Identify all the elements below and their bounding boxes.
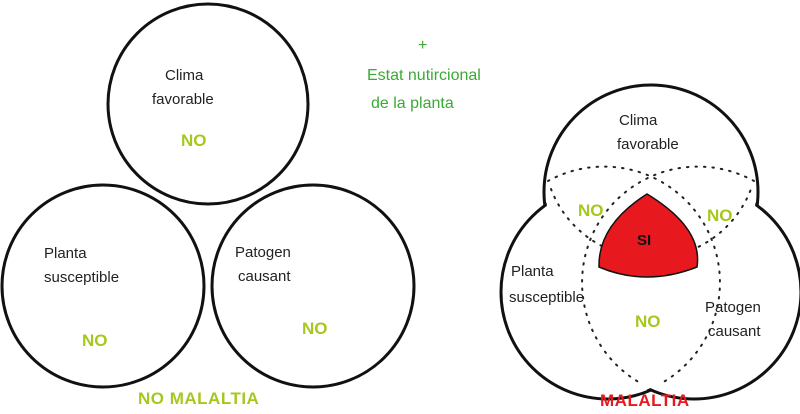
- venn-plant-label-line2: susceptible: [509, 289, 584, 306]
- pathogen-label-line1: Patogen: [235, 244, 291, 261]
- overlap-bottom-answer: NO: [635, 312, 661, 331]
- climate-label-line1: Clima: [165, 67, 204, 84]
- venn-pathogen-label-line1: Patogen: [705, 299, 761, 316]
- venn-pathogen-label-line2: causant: [708, 323, 761, 340]
- plant-label-line1: Planta: [44, 245, 87, 262]
- overlapping-venn-group: SI Clima favorable Planta susceptible Pa…: [499, 83, 800, 410]
- overlap-left-answer: NO: [578, 201, 604, 220]
- overlap-right-answer: NO: [707, 206, 733, 225]
- disease-intersection-region: [598, 193, 699, 278]
- disease-intersection-label: SI: [637, 232, 651, 249]
- venn-climate-label-line2: favorable: [617, 136, 679, 153]
- extra-factor-line1: Estat nutircional: [367, 67, 481, 84]
- climate-answer: NO: [181, 131, 207, 150]
- pathogen-circle: [210, 183, 416, 389]
- plant-label-line2: susceptible: [44, 269, 119, 286]
- venn-plant-label-line1: Planta: [511, 263, 554, 280]
- pathogen-answer: NO: [302, 319, 328, 338]
- no-disease-caption: NO MALALTIA: [138, 389, 259, 408]
- pathogen-label-line2: causant: [238, 268, 291, 285]
- plant-answer: NO: [82, 331, 108, 350]
- extra-factor-line2: de la planta: [371, 95, 454, 112]
- climate-label-line2: favorable: [152, 91, 214, 108]
- plus-sign: +: [418, 37, 427, 54]
- climate-circle: [106, 2, 310, 206]
- venn-climate-label-line1: Clima: [619, 112, 658, 129]
- separate-circles-group: Clima favorable NO Planta susceptible NO…: [0, 2, 416, 408]
- disease-caption: MALALTIA: [600, 391, 690, 410]
- plant-circle: [0, 183, 206, 389]
- extra-factor-group: + Estat nutircional de la planta: [367, 37, 481, 112]
